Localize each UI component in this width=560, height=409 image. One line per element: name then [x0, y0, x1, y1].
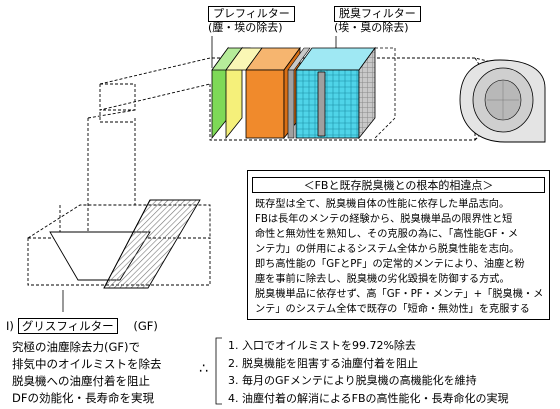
panel-body: 既存型は全て、脱臭機自体の性能に依存した単品志向。 FBは長年のメンテの経験から…: [255, 197, 545, 317]
panel-line: ンテ力」の併用によるシステム全体から脱臭性能を志向。: [255, 244, 520, 255]
panel-title: ＜FBと既存脱臭機との根本的相違点＞: [252, 177, 545, 193]
prefilter-sub: (塵・埃の除去): [208, 21, 283, 34]
list-bracket: [215, 337, 222, 405]
benefit-item: 4. 油塵付着の解消によるFBの高性能化・長寿命化の実現: [228, 391, 509, 405]
grease-filter-hood: [49, 199, 201, 289]
panel-line: 塵を事前に除去し、脱臭機の劣化毀損を防御する方式。: [255, 274, 510, 285]
benefit-item: 3. 毎月のGFメンテにより脱臭機の高機能化を維持: [228, 374, 477, 387]
grease-description: 究極の油塵除去力(GF)で 排気中のオイルミストを除去 脱臭機への油塵付着を阻止…: [12, 339, 162, 407]
comparison-panel: ＜FBと既存脱臭機との根本的相違点＞ 既存型は全て、脱臭機自体の性能に依存した単…: [247, 170, 550, 320]
panel-line: 即ち高性能の「GFとPF」の定常的メンテにより、油塵と粉: [255, 259, 525, 270]
panel-line: 命性と無効性を熟知し、その克服の為に、「高性能GF・メ: [255, 229, 519, 240]
prefilter-label: プレフィルター: [208, 6, 295, 22]
therefore-symbol: ∴: [199, 361, 208, 377]
grease-abbr: (GF): [133, 319, 158, 333]
deodorizer-sub: (埃・臭の除去): [334, 21, 409, 34]
panel-line: ンテ」のシステム全体で既存の「短命・無効性」を克服する: [255, 304, 530, 315]
grease-desc-line: 脱臭機への油塵付着を阻止: [12, 374, 150, 388]
grease-filter-heading: Ⅰ)グリスフィルター (GF): [6, 318, 158, 334]
benefit-item: 2. 脱臭機能を阻害する油塵付着を阻止: [228, 356, 418, 370]
filter-stack: [211, 46, 396, 140]
grease-index: Ⅰ): [6, 319, 14, 333]
benefit-item: 1. 入口でオイルミストを99.72%除去: [228, 339, 416, 352]
deodorizer-label: 脱臭フィルター: [334, 6, 421, 22]
grease-filter-label: グリスフィルター: [17, 318, 118, 334]
panel-line: 既存型は全て、脱臭機自体の性能に依存した単品志向。: [255, 199, 510, 210]
panel-line: FBは長年のメンテの経験から、脱臭機単品の限界性と短: [255, 214, 513, 225]
panel-line: 脱臭機単品に依存せず、高「GF・PF・メンテ」+「脱臭機・メ: [255, 289, 544, 300]
leader-lines: [62, 36, 337, 312]
grease-desc-line: DFの効能化・長寿命を実現: [12, 391, 154, 405]
grease-desc-line: 排気中のオイルミストを除去: [12, 357, 162, 371]
grease-desc-line: 究極の油塵除去力(GF)で: [12, 340, 140, 354]
benefit-list: 1. 入口でオイルミストを99.72%除去 2. 脱臭機能を阻害する油塵付着を阻…: [228, 337, 509, 407]
blower-fan: [459, 59, 546, 143]
